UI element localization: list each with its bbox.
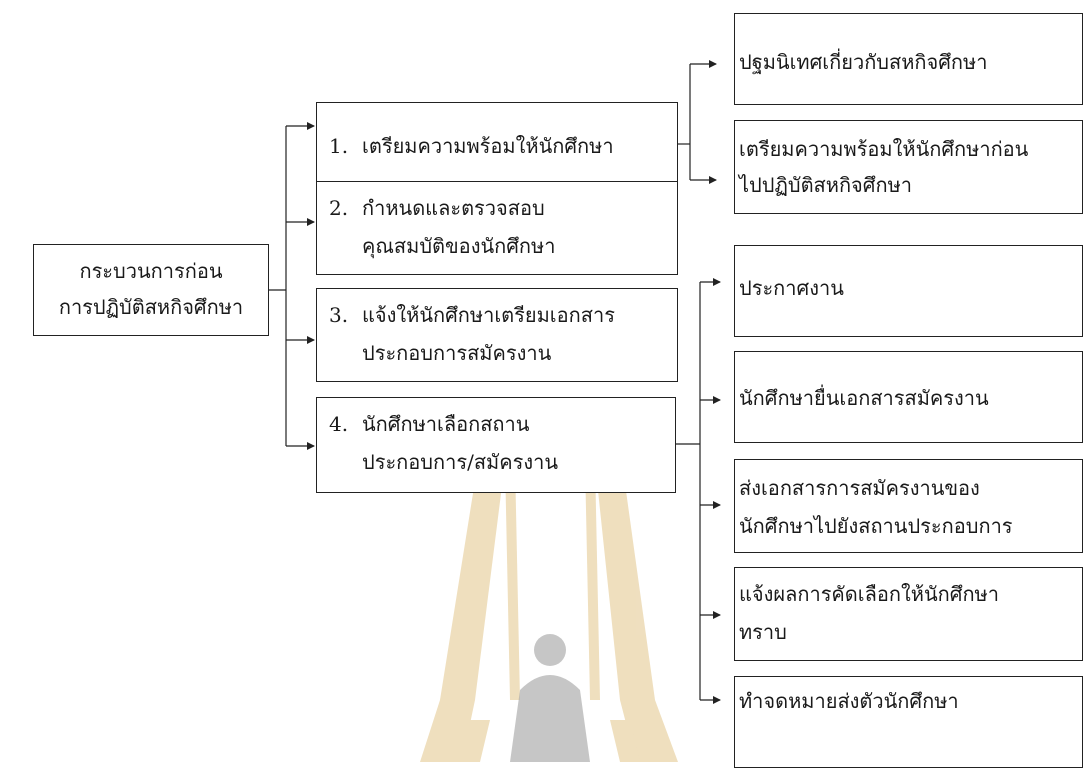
substep-4b-label: นักศึกษายื่นเอกสารสมัครงาน	[739, 386, 989, 410]
substep-1a-label: ปฐมนิเทศเกี่ยวกับสหกิจศึกษา	[739, 50, 988, 74]
step-3-number: 3.	[329, 303, 349, 327]
step-4-number: 4.	[329, 412, 349, 436]
substep-4d-label-line2: ทราบ	[739, 620, 787, 644]
substep-4c-box: ส่งเอกสารการสมัครงานของ นักศึกษาไปยังสถา…	[734, 459, 1083, 553]
substep-1a-box: ปฐมนิเทศเกี่ยวกับสหกิจศึกษา	[734, 13, 1083, 105]
substep-4a-box: ประกาศงาน	[734, 245, 1083, 337]
substep-4c-label-line1: ส่งเอกสารการสมัครงานของ	[739, 476, 980, 500]
step-2-number: 2.	[329, 196, 349, 220]
step-1-number: 1.	[329, 134, 349, 158]
substep-4d-label-line1: แจ้งผลการคัดเลือกให้นักศึกษา	[739, 582, 999, 606]
step-2-box: 2. กำหนดและตรวจสอบ คุณสมบัติของนักศึกษา	[316, 181, 678, 275]
step-3-label-line1: แจ้งให้นักศึกษาเตรียมเอกสาร	[362, 303, 615, 327]
substep-1b-label-line2: ไปปฏิบัติสหกิจศึกษา	[739, 173, 912, 197]
substep-4d-box: แจ้งผลการคัดเลือกให้นักศึกษา ทราบ	[734, 567, 1083, 661]
step-1-box: 1. เตรียมความพร้อมให้นักศึกษา	[316, 102, 678, 196]
root-title-line1: กระบวนการก่อน	[79, 259, 223, 283]
step-2-label-line2: คุณสมบัติของนักศึกษา	[362, 234, 556, 258]
root-process-box: กระบวนการก่อน การปฏิบัติสหกิจศึกษา	[33, 244, 269, 336]
step-3-label-line2: ประกอบการสมัครงาน	[362, 341, 552, 365]
step-4-box: 4. นักศึกษาเลือกสถาน ประกอบการ/สมัครงาน	[316, 397, 676, 493]
substep-4a-label: ประกาศงาน	[739, 276, 844, 300]
step-3-box: 3. แจ้งให้นักศึกษาเตรียมเอกสาร ประกอบการ…	[316, 288, 678, 382]
substep-1b-label-line1: เตรียมความพร้อมให้นักศึกษาก่อน	[739, 137, 1029, 161]
substep-4c-label-line2: นักศึกษาไปยังสถานประกอบการ	[739, 514, 1013, 538]
substep-1b-box: เตรียมความพร้อมให้นักศึกษาก่อน ไปปฏิบัติ…	[734, 120, 1083, 214]
substep-4e-label: ทำจดหมายส่งตัวนักศึกษา	[739, 689, 959, 713]
step-2-label-line1: กำหนดและตรวจสอบ	[362, 196, 545, 220]
step-4-label-line2: ประกอบการ/สมัครงาน	[362, 450, 558, 474]
step-1-label: เตรียมความพร้อมให้นักศึกษา	[362, 134, 614, 158]
substep-4e-box: ทำจดหมายส่งตัวนักศึกษา	[734, 676, 1083, 768]
substep-4b-box: นักศึกษายื่นเอกสารสมัครงาน	[734, 351, 1083, 443]
root-title-line2: การปฏิบัติสหกิจศึกษา	[58, 295, 244, 319]
step-4-label-line1: นักศึกษาเลือกสถาน	[362, 412, 530, 436]
